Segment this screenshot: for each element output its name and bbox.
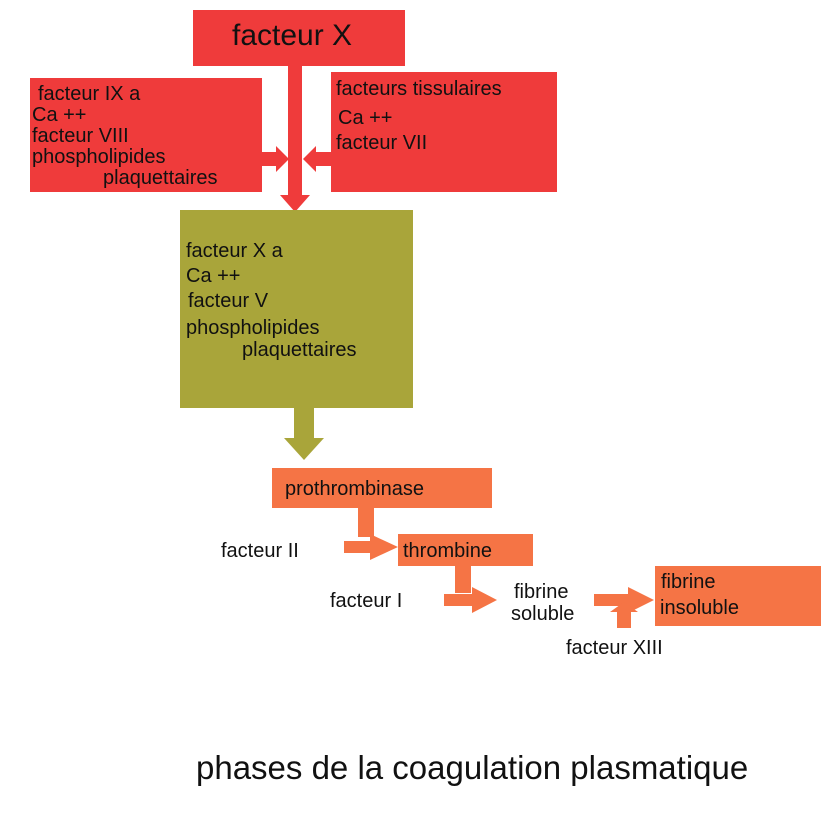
prothrombinase-box <box>272 468 492 508</box>
right-box-line-3: facteur VII <box>336 132 428 154</box>
center-box-line-1: facteur X a <box>186 240 283 262</box>
arrow-factor-x-down <box>280 55 310 212</box>
center-box-line-2: Ca ++ <box>186 265 241 287</box>
factor-x-box <box>193 10 405 66</box>
fibrine-insoluble-line-1: fibrine <box>661 571 716 593</box>
center-box-line-4: phospholipides <box>186 317 320 339</box>
right-box-line-2: Ca ++ <box>338 107 393 129</box>
left-box-line-3: facteur VIII <box>32 125 129 147</box>
arrow-prothrombinase-thrombine <box>344 507 398 560</box>
center-factor-box <box>180 210 413 408</box>
factor-x-label: facteur X <box>232 19 353 52</box>
factor-xiii-label: facteur XIII <box>566 637 663 659</box>
arrow-thrombine-fibrine <box>444 565 497 613</box>
left-box-line-2: Ca ++ <box>32 104 87 126</box>
fibrine-insoluble-box <box>655 566 821 626</box>
fibrine-soluble-line-1: fibrine <box>514 581 569 603</box>
left-box-line-4: phospholipides <box>32 146 166 168</box>
arrow-left-box-in <box>262 146 289 172</box>
center-box-line-5: plaquettaires <box>242 339 357 361</box>
center-box-line-3: facteur V <box>188 290 269 312</box>
thrombine-box <box>398 534 533 566</box>
arrow-center-down <box>284 408 324 460</box>
factor-i-label: facteur I <box>330 590 403 612</box>
arrow-soluble-insoluble <box>594 587 654 613</box>
left-factor-box <box>30 78 262 192</box>
arrow-factor-xiii-up <box>610 602 638 628</box>
diagram-caption: phases de la coagulation plasmatique <box>196 749 749 786</box>
left-box-line-1: facteur IX a <box>38 83 141 105</box>
thrombine-label: thrombine <box>403 540 492 562</box>
fibrine-soluble-line-2: soluble <box>511 603 575 625</box>
arrow-right-box-in <box>303 146 332 172</box>
prothrombinase-label: prothrombinase <box>285 478 424 500</box>
left-box-line-5: plaquettaires <box>103 167 218 189</box>
right-factor-box <box>331 72 557 192</box>
fibrine-insoluble-line-2: insoluble <box>660 597 739 619</box>
right-box-line-1: facteurs tissulaires <box>336 78 502 100</box>
factor-ii-label: facteur II <box>221 540 299 562</box>
